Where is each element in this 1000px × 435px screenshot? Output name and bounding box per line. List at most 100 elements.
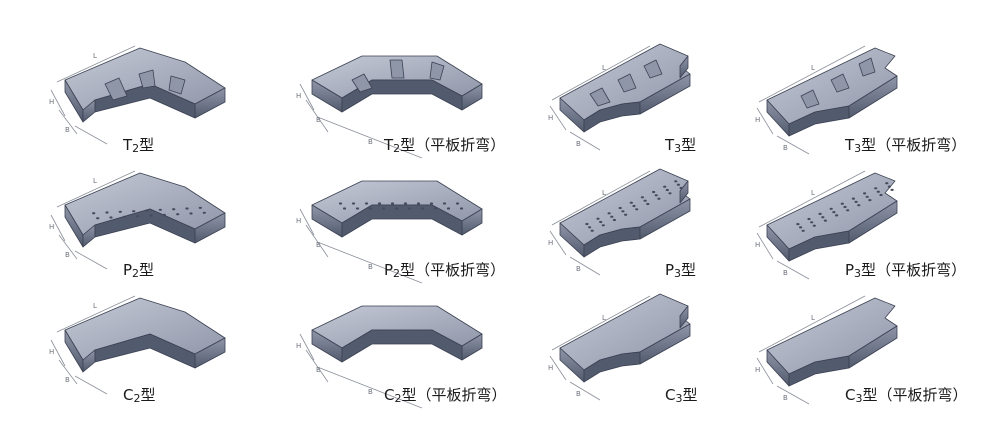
dimension-line [319, 367, 423, 409]
perforation-hole [149, 214, 153, 217]
ladder-rung [858, 57, 876, 77]
perforation-hole [429, 202, 434, 205]
fitting-label-prefix: C [845, 386, 856, 404]
dimension-line [551, 295, 651, 351]
dimension-label: L [93, 177, 97, 185]
perforation-hole [846, 209, 850, 212]
fitting-label-note: （平板折弯） [877, 386, 968, 404]
inner-flange [94, 333, 196, 369]
perforation-hole [821, 216, 825, 219]
fitting-cell: H B B P2型（平板折弯） [272, 165, 522, 310]
perforation-hole [176, 213, 180, 216]
perforation-hole [887, 185, 891, 188]
fitting-label: P3型（平板折弯） [845, 263, 966, 280]
perforation-hole [668, 192, 672, 195]
perforation-hole [618, 206, 622, 210]
perforation-hole [118, 210, 122, 213]
branch-end [679, 55, 689, 79]
ladder-rung [589, 87, 611, 107]
perforation-hole [621, 210, 625, 213]
perforation-hole [832, 211, 836, 214]
branch-end [679, 305, 689, 329]
perforation-hole [122, 215, 126, 218]
perforation-hole [433, 207, 438, 210]
dimension-line [319, 242, 423, 284]
dimension-label: B [783, 394, 788, 402]
dimension-line [758, 295, 866, 353]
perforation-hole [96, 217, 100, 220]
dimension-line [56, 295, 136, 333]
perforation-hole [364, 202, 369, 205]
dimension-line [305, 99, 329, 133]
dimension-line [569, 256, 601, 276]
dimension-label: B [368, 263, 373, 271]
fitting-label: P2型（平板折弯） [384, 261, 506, 280]
dimension-label: L [93, 302, 97, 310]
perforation-hole [799, 226, 803, 229]
perforation-hole [835, 214, 839, 217]
perforation-hole [607, 212, 611, 215]
dimension-line [756, 357, 774, 385]
fitting-label-note: （平板折弯） [415, 136, 506, 154]
fitting-label: C2型（平板折弯） [384, 388, 507, 405]
dimension-label: H [49, 98, 54, 106]
dimension-line [776, 385, 810, 405]
dimension-label: H [755, 366, 760, 374]
perforation-hole [158, 208, 162, 211]
fitting-drawing-flat-elbow: HBB [296, 305, 483, 409]
dimension-line [776, 260, 810, 280]
dimension-label: L [602, 64, 606, 72]
dimension-line [569, 131, 601, 151]
fitting-label: C2型 [123, 386, 156, 405]
fitting-label-prefix: T [845, 136, 855, 154]
perforation-hole [109, 216, 113, 219]
fitting-label-subscript: 3 [855, 392, 863, 405]
perforation-hole [403, 202, 408, 205]
perforation-hole [876, 190, 880, 193]
dimension-line [305, 224, 329, 258]
dimension-line [551, 45, 651, 101]
fitting-label-prefix: C [665, 386, 676, 404]
perforation-hole [843, 205, 847, 209]
perforation-hole [588, 226, 592, 229]
perforation-hole [840, 202, 844, 205]
dimension-label: H [296, 217, 301, 225]
fitting-drawing-tee-flat: LHB [755, 45, 898, 155]
perforation-hole [674, 180, 678, 183]
fitting-label-suffix: 型 [400, 136, 416, 154]
dimension-label: B [316, 241, 321, 249]
fitting-drawing-tee-flat: LHB [755, 170, 898, 280]
fitting-label-note: （平板折弯） [876, 136, 967, 154]
perforation-hole [646, 202, 650, 206]
perforation-hole [351, 202, 356, 205]
fitting-label: C3型（平板折弯） [845, 386, 968, 405]
dimension-label: L [602, 314, 606, 322]
perforation-hole [610, 215, 614, 218]
fitting-label-suffix: 型 [682, 386, 698, 404]
perforation-hole [654, 194, 658, 197]
perforation-hole [796, 223, 800, 226]
perforation-hole [599, 220, 603, 224]
fitting-label-suffix: 型 [140, 386, 156, 404]
fitting-drawing-tee: LHB [548, 293, 691, 401]
fitting-label-note: （平板折弯） [415, 261, 506, 279]
dimension-label: B [783, 144, 788, 152]
fitting-label: T2型（平板折弯） [384, 136, 506, 155]
perforation-hole [879, 193, 883, 197]
dimension-label: B [783, 269, 788, 277]
fitting-drawing-tee: LHB [548, 43, 691, 151]
perforation-hole [420, 207, 425, 210]
dimension-label: B [576, 390, 581, 398]
perforation-hole [459, 207, 464, 210]
branch-rail [639, 73, 691, 115]
perforation-hole [801, 229, 805, 232]
dimension-label: H [296, 92, 301, 100]
perforation-hole [807, 217, 811, 221]
perforation-hole [810, 221, 814, 224]
fitting-label-prefix: C [123, 386, 134, 404]
dimension-line [551, 170, 651, 226]
perforation-hole [823, 219, 827, 222]
fitting-drawing-tray-elbow: LHB [49, 170, 226, 270]
